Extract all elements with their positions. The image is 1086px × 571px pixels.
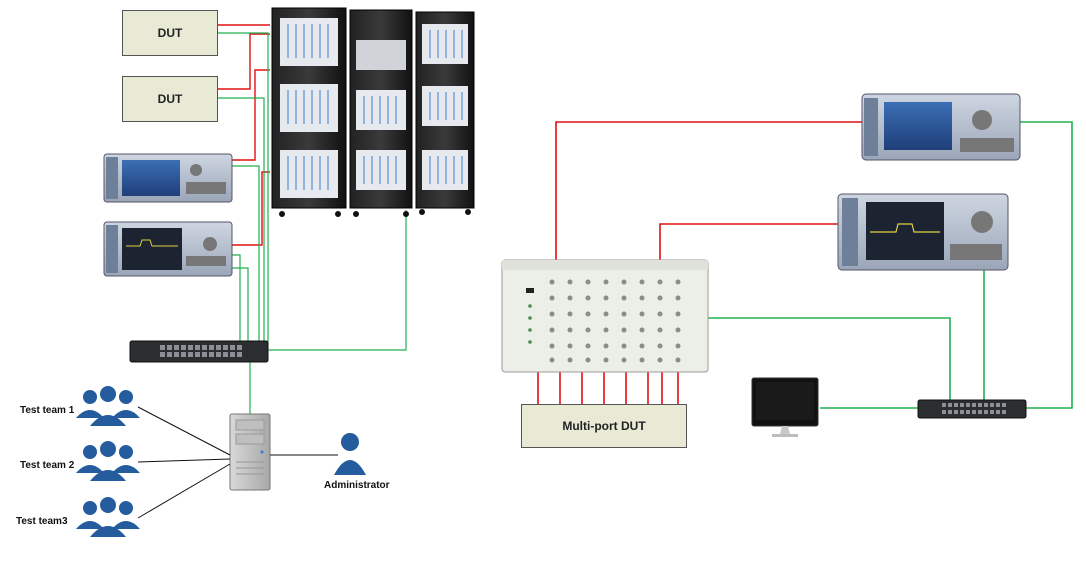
right-rf-lines (537, 121, 864, 404)
left-network-lines (216, 32, 407, 415)
switch-matrix-chassis (501, 259, 709, 373)
team-1-icon (76, 386, 140, 426)
network-switch-right (917, 399, 1027, 419)
left-rf-lines (216, 24, 270, 246)
dut-box-1: DUT (122, 10, 218, 56)
signal-generator-right (861, 93, 1021, 161)
team-1-label: Test team 1 (20, 405, 75, 416)
administrator-label: Administrator (324, 480, 390, 491)
rack-cabinet-1 (271, 7, 347, 217)
multiport-dut-box: Multi-port DUT (521, 404, 687, 448)
right-network-lines (706, 121, 1073, 409)
dut-box-2: DUT (122, 76, 218, 122)
team-3-icon (76, 497, 140, 537)
computer-monitor (751, 377, 819, 437)
server-tower (229, 413, 271, 491)
signal-generator-left (103, 153, 233, 203)
administrator-icon (334, 433, 366, 475)
spectrum-analyzer-left (103, 221, 233, 277)
user-connection-lines (137, 406, 338, 519)
rack-cabinets (271, 7, 475, 217)
network-switch-left (129, 340, 269, 363)
rack-cabinet-2 (349, 9, 413, 217)
rack-cabinet-3 (415, 11, 475, 215)
team-2-icon (76, 441, 140, 481)
spectrum-analyzer-right (837, 193, 1009, 271)
team-3-label: Test team3 (16, 516, 68, 527)
team-2-label: Test team 2 (20, 460, 75, 471)
